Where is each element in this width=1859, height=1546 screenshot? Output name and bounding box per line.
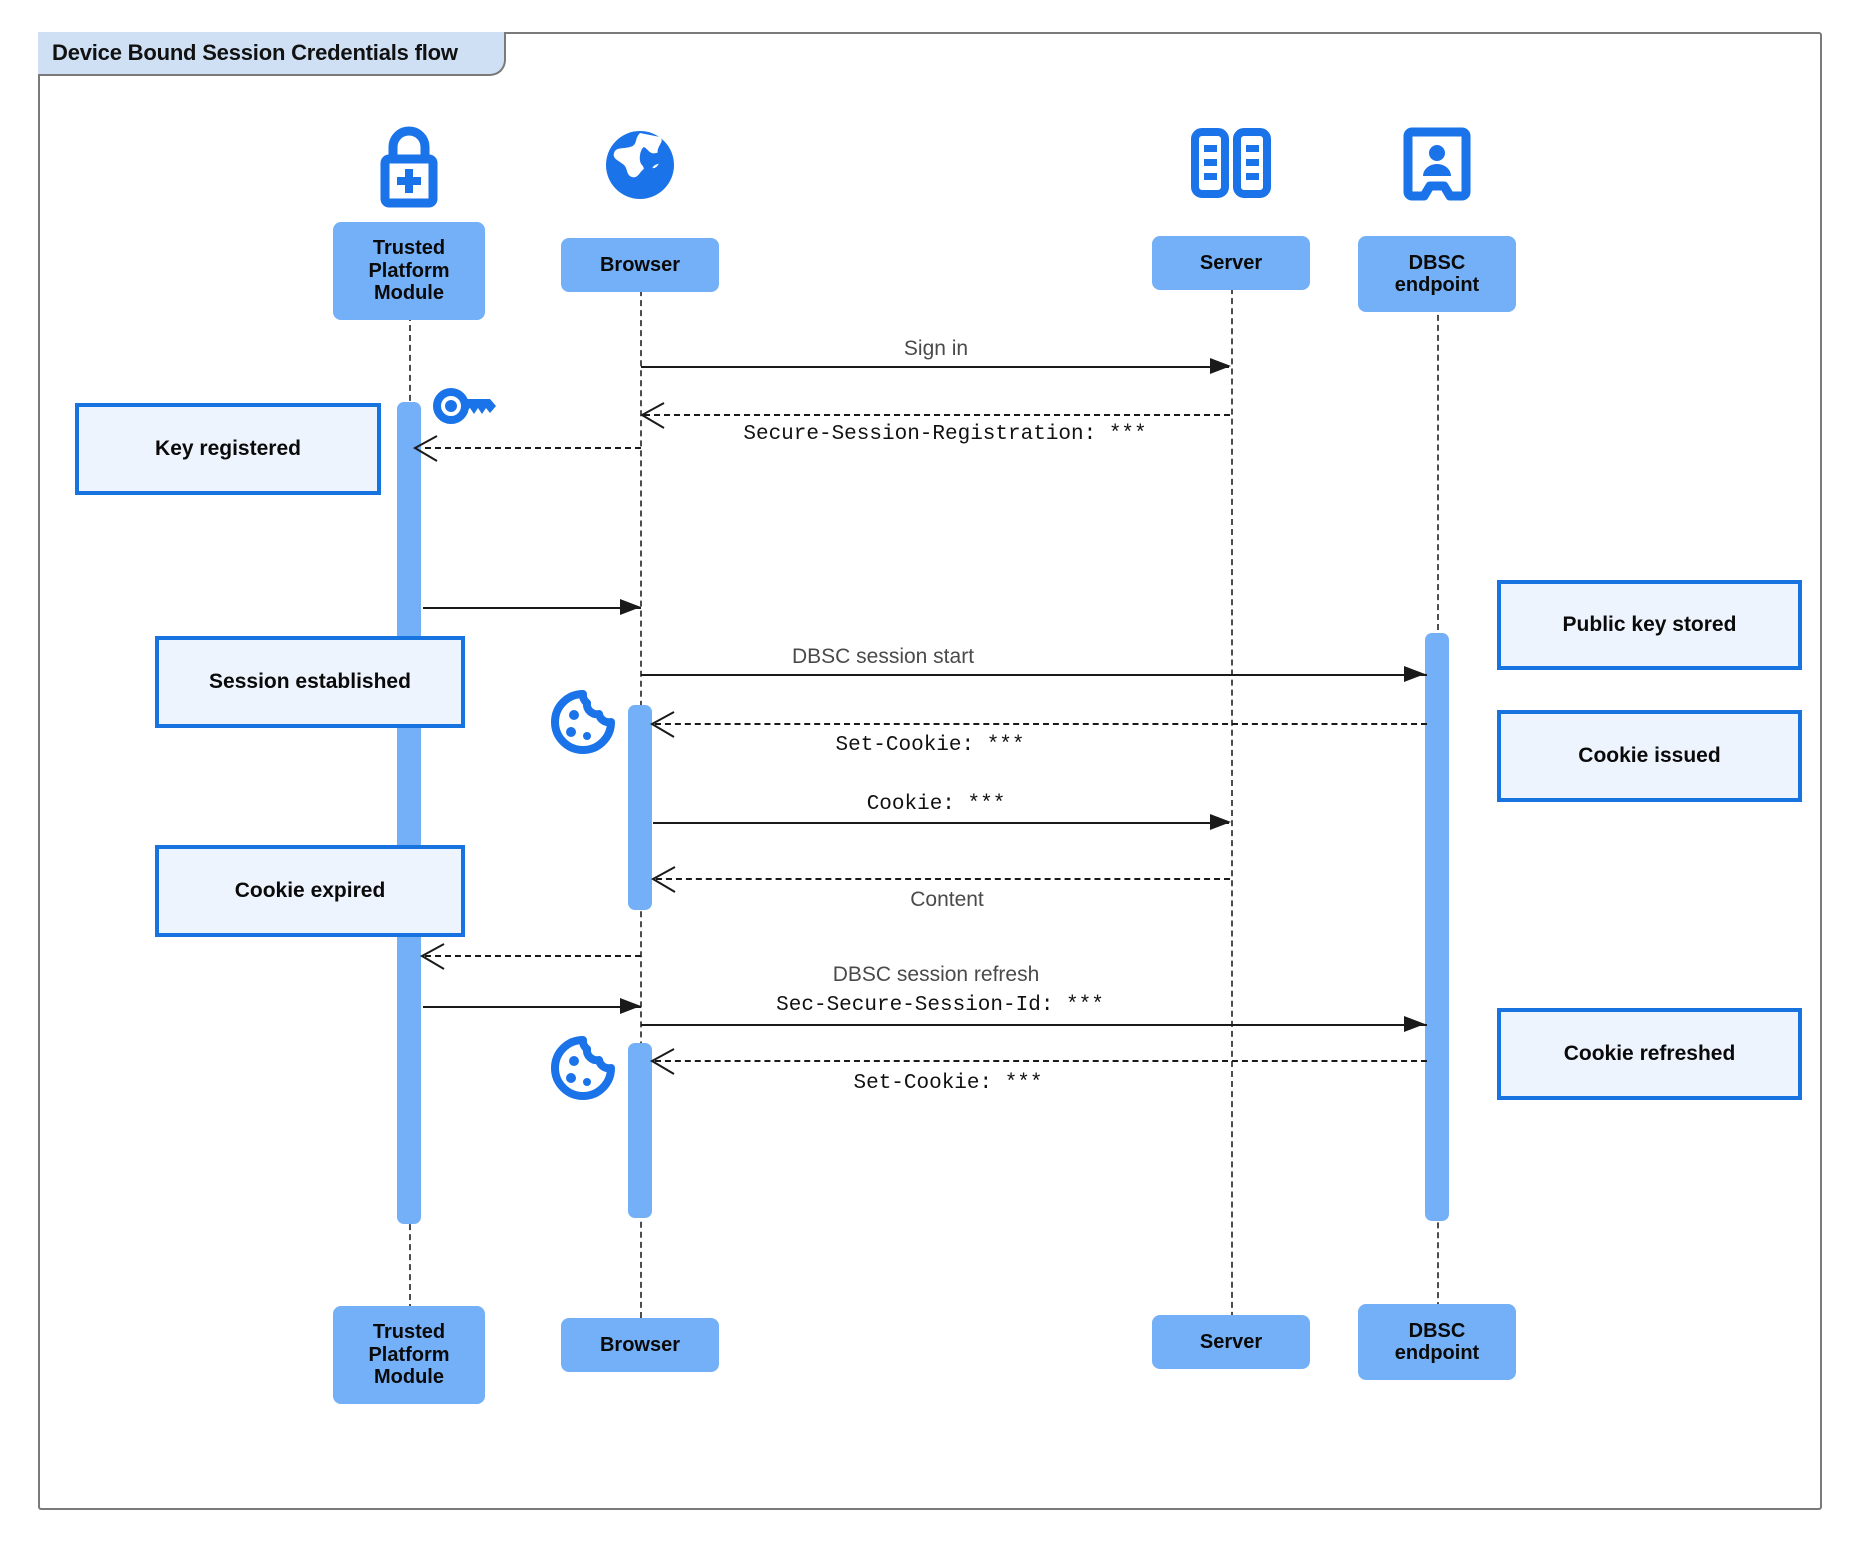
message-line-sign-in [641,366,1229,368]
message-label-sec-secure-session-id: Sec-Secure-Session-Id: *** [776,994,1104,1017]
note-key-registered: Key registered [75,403,381,495]
arrowhead-dbsc-session-refresh-a [620,996,642,1018]
arrowhead-browser-to-tpm-refresh [418,942,446,972]
message-label-dbsc-session-start: DBSC session start [791,645,975,668]
arrowhead-set-cookie-2 [648,1047,676,1077]
cookie-icon [549,1036,617,1100]
arrowhead-dbsc-session-refresh-b [1404,1014,1426,1036]
globe-icon [598,123,682,207]
arrowhead-secure-session-registration [638,401,666,431]
message-label-set-cookie-2: Set-Cookie: *** [853,1072,1043,1095]
note-cookie-expired: Cookie expired [155,845,465,937]
activation-bar-browser-1 [628,705,652,910]
participant-dbsc-top[interactable]: DBSC endpoint [1358,236,1516,312]
arrowhead-content [649,865,677,895]
note-cookie-refreshed: Cookie refreshed [1497,1008,1802,1100]
participant-browser-top[interactable]: Browser [561,238,719,292]
participant-dbsc-bottom[interactable]: DBSC endpoint [1358,1304,1516,1380]
cookie-icon [549,690,617,754]
participant-server-bottom[interactable]: Server [1152,1315,1310,1369]
arrowhead-set-cookie-1 [648,710,676,740]
arrowhead-cookie-send [1210,812,1232,834]
key-icon [432,384,500,432]
diagram-title: Device Bound Session Credentials flow [52,40,458,65]
activation-bar-browser-2 [628,1043,652,1218]
message-line-dbsc-session-start [641,674,1427,676]
message-label-secure-session-registration: Secure-Session-Registration: *** [743,423,1147,446]
participant-browser-bottom[interactable]: Browser [561,1318,719,1372]
id-badge-icon [1402,126,1472,204]
message-line-secure-session-registration [644,414,1230,416]
note-session-established: Session established [155,636,465,728]
note-public-key-stored: Public key stored [1497,580,1802,670]
message-label-content: Content [910,888,984,911]
message-label-cookie-send: Cookie: *** [866,793,1006,816]
message-line-content [656,878,1230,880]
lifeline-server [1231,248,1233,1348]
arrowhead-registration-to-tpm [411,434,439,464]
message-label-sign-in: Sign in [903,337,969,360]
activation-bar-tpm [397,402,421,1224]
message-line-dbsc-session-refresh-a [423,1006,641,1008]
lock-plus-icon [363,125,455,209]
arrowhead-dbsc-session-start [1404,664,1426,686]
message-label-dbsc-session-refresh: DBSC session refresh [832,963,1040,986]
participant-tpm-bottom[interactable]: Trusted Platform Module [333,1306,485,1404]
note-cookie-issued: Cookie issued [1497,710,1802,802]
message-label-set-cookie-1: Set-Cookie: *** [835,734,1025,757]
arrowhead-tpm-to-browser-key [620,597,642,619]
message-line-tpm-to-browser-key [423,607,641,609]
participant-tpm-top[interactable]: Trusted Platform Module [333,222,485,320]
message-line-browser-to-tpm-refresh [425,955,641,957]
message-line-cookie-send [653,822,1229,824]
participant-server-top[interactable]: Server [1152,236,1310,290]
diagram-frame-tab: Device Bound Session Credentials flow [38,32,506,76]
message-line-set-cookie-1 [655,723,1427,725]
activation-bar-dbsc [1425,633,1449,1221]
message-line-dbsc-session-refresh-b [641,1024,1427,1026]
server-rack-icon [1187,126,1275,200]
arrowhead-sign-in [1210,356,1232,378]
message-line-set-cookie-2 [655,1060,1427,1062]
message-line-registration-to-tpm [425,447,641,449]
